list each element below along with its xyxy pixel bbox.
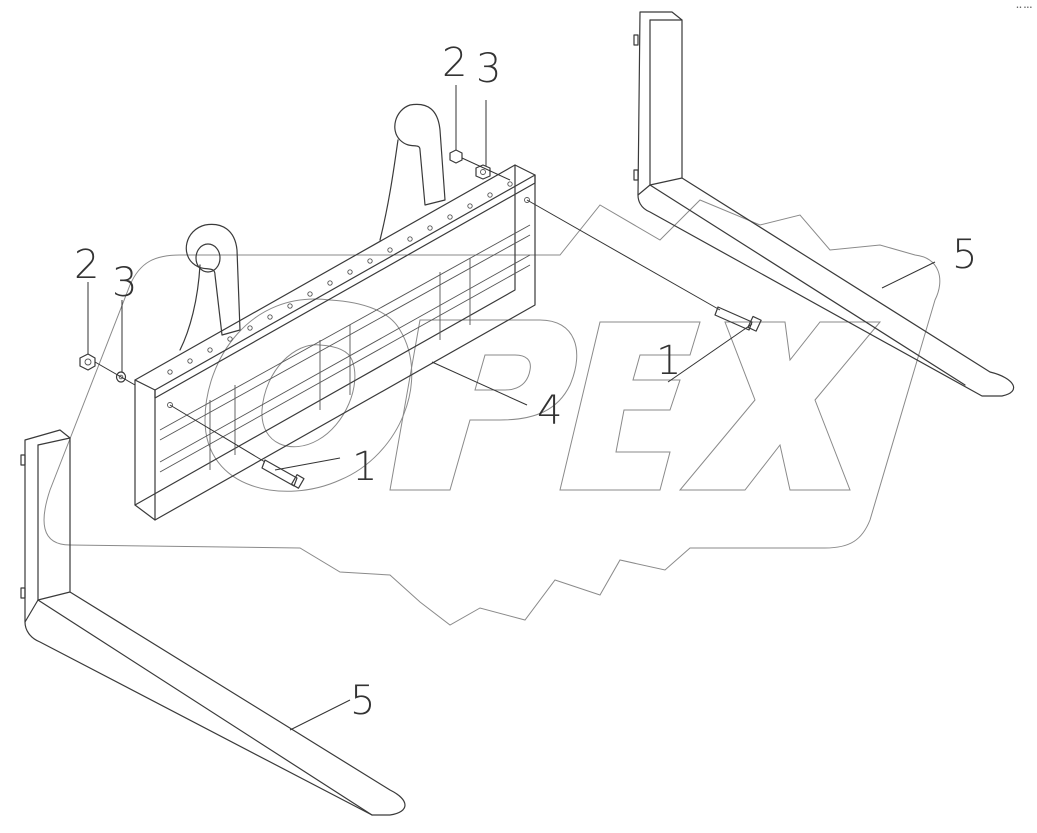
callout-nut-top: 2 [442, 40, 467, 86]
fork-bottom-left-pin [20, 454, 26, 466]
fork-bottom-left [20, 429, 406, 816]
callout-labels: 2 3 2 3 4 1 1 5 5 [74, 40, 977, 724]
callout-fork-right: 5 [952, 232, 977, 278]
opex-watermark [43, 199, 941, 626]
fork-top-right-pin [633, 34, 639, 46]
bolt-right [526, 199, 762, 332]
bolt-left [169, 404, 305, 489]
watermark-letters [204, 298, 882, 492]
callout-bolt-right: 1 [656, 338, 681, 384]
callout-washer-top: 3 [476, 46, 501, 92]
callout-bolt-left: 1 [352, 444, 377, 490]
frame-bolt-hole-right [524, 197, 530, 203]
watermark-letter-p [389, 319, 578, 491]
nut-top [449, 149, 463, 164]
corner-mark: •• ••• [1016, 5, 1032, 11]
nut-left [79, 353, 96, 371]
watermark-letter-o [204, 298, 413, 492]
frame-top-rail [134, 164, 536, 391]
watermark-gear-outline [43, 199, 941, 626]
callout-frame: 4 [537, 388, 562, 434]
callout-nut-left: 2 [74, 242, 99, 288]
fork-top-right-outline [637, 11, 1015, 397]
callout-fork-bottom: 5 [350, 678, 375, 724]
watermark-letter-e [559, 321, 701, 491]
frame-bolt-hole-left [167, 402, 173, 408]
frame-rail-notches [167, 181, 513, 375]
frame-hook-right [394, 103, 446, 206]
fork-bottom-left-pin-lower [20, 587, 26, 599]
callout-leaders [87, 85, 936, 731]
callout-washer-left: 3 [112, 260, 137, 306]
fork-top-right-pin-lower [633, 169, 639, 181]
watermark-letter-x [678, 321, 882, 491]
washer-top [475, 164, 491, 180]
washer-left [115, 371, 127, 383]
fork-top-right [633, 11, 1015, 397]
carriage-frame [134, 103, 536, 521]
fork-bottom-left-outline [24, 429, 406, 816]
frame-hook-left [185, 223, 241, 336]
